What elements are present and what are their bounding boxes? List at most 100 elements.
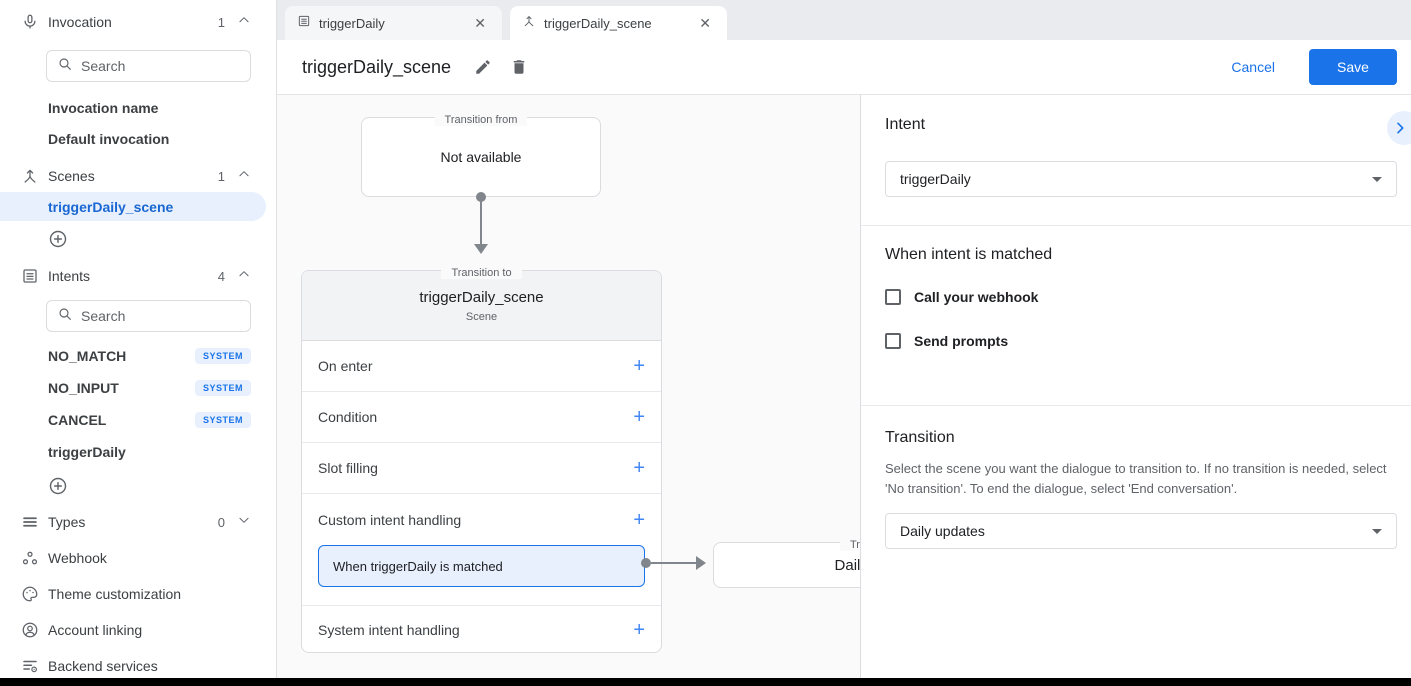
sidebar-item-cancel[interactable]: CANCEL SYSTEM — [0, 409, 277, 431]
sidebar-section-intents[interactable]: Intents 4 — [0, 264, 277, 288]
sidebar-section-scenes[interactable]: Scenes 1 — [0, 164, 277, 188]
chevron-up-icon[interactable] — [237, 13, 251, 32]
search-icon — [57, 56, 73, 77]
scene-row-label: Condition — [318, 409, 378, 425]
scene-row-label: Custom intent handling — [318, 511, 462, 528]
add-scene-button[interactable] — [48, 229, 68, 249]
transition-from-legend: Transition from — [362, 110, 600, 126]
webhook-icon — [20, 548, 40, 568]
scene-row-condition[interactable]: Condition + — [302, 392, 661, 443]
transition-heading: Transition — [885, 429, 955, 446]
intent-label: CANCEL — [48, 412, 107, 428]
sidebar-item-no-match[interactable]: NO_MATCH SYSTEM — [0, 345, 277, 367]
scene-row-system-intent-handling[interactable]: System intent handling + — [302, 606, 661, 653]
intent-handler-chip-selected[interactable]: When triggerDaily is matched — [318, 545, 645, 587]
scene-row-label: Slot filling — [318, 460, 378, 476]
sidebar-item-webhook[interactable]: Webhook — [0, 546, 277, 570]
sidebar-section-label: Types — [48, 514, 86, 530]
transition-target-content: Daily updates — [834, 556, 860, 574]
intents-search[interactable] — [46, 300, 251, 332]
call-webhook-option[interactable]: Call your webhook — [885, 289, 1038, 305]
invocation-search[interactable] — [46, 50, 251, 82]
send-prompts-option[interactable]: Send prompts — [885, 333, 1008, 349]
bottom-bar — [0, 678, 1411, 686]
divider — [861, 405, 1411, 406]
intent-label: NO_MATCH — [48, 348, 127, 364]
section-count: 0 — [217, 514, 225, 530]
intent-handler-label: When triggerDaily is matched — [333, 558, 503, 574]
scene-row-label: On enter — [318, 358, 373, 374]
add-icon[interactable]: + — [633, 457, 645, 479]
add-intent-button[interactable] — [48, 476, 68, 496]
sidebar-item-label: Account linking — [48, 622, 143, 638]
sidebar-item-backend-services[interactable]: Backend services — [0, 654, 277, 678]
add-icon[interactable]: + — [633, 508, 645, 531]
sidebar-section-label: Scenes — [48, 168, 95, 184]
connector-dot — [641, 558, 651, 568]
close-icon[interactable]: ✕ — [699, 14, 711, 31]
section-count: 1 — [217, 168, 225, 184]
sidebar-item-triggerdaily[interactable]: triggerDaily — [0, 441, 277, 463]
scene-icon — [522, 14, 536, 33]
cancel-button[interactable]: Cancel — [1231, 59, 1275, 75]
intent-detail-panel: Intent triggerDaily When intent is match… — [860, 95, 1411, 678]
page-title: triggerDaily_scene — [302, 56, 452, 77]
chevron-up-icon[interactable] — [237, 167, 251, 186]
transition-arrow-down — [474, 244, 488, 254]
save-button[interactable]: Save — [1309, 49, 1397, 85]
add-icon[interactable]: + — [633, 618, 645, 641]
delete-icon[interactable] — [509, 57, 529, 77]
sidebar-item-account-linking[interactable]: Account linking — [0, 618, 277, 642]
edit-icon[interactable] — [473, 57, 493, 77]
scene-diagram-canvas: Transition from Not available Transition… — [277, 95, 860, 678]
intent-label: triggerDaily — [48, 444, 126, 460]
sidebar-section-types[interactable]: Types 0 — [0, 510, 277, 534]
checkbox-unchecked[interactable] — [885, 333, 901, 349]
tab-triggerdaily[interactable]: triggerDaily ✕ — [285, 6, 502, 40]
section-count: 1 — [217, 14, 225, 30]
sidebar-item-triggerdaily-scene[interactable]: triggerDaily_scene — [0, 192, 266, 221]
scene-card: Transition to triggerDaily_scene Scene O… — [301, 267, 662, 653]
transition-from-box: Transition from Not available — [361, 114, 601, 197]
chevron-down-icon[interactable] — [237, 513, 251, 532]
transition-select[interactable]: Daily updates — [885, 513, 1397, 549]
sidebar-item-theme-customization[interactable]: Theme customization — [0, 582, 277, 606]
transition-target-box[interactable]: Transition to Daily updates — [713, 539, 860, 588]
system-badge: SYSTEM — [194, 412, 251, 428]
intent-select[interactable]: triggerDaily — [885, 161, 1397, 197]
add-icon[interactable]: + — [633, 355, 645, 377]
add-icon[interactable]: + — [633, 406, 645, 428]
search-input[interactable] — [81, 308, 221, 324]
microphone-icon — [20, 12, 40, 32]
connector-dot — [476, 192, 486, 202]
close-icon[interactable]: ✕ — [474, 14, 486, 31]
sidebar-section-label: Invocation — [48, 14, 112, 30]
scene-card-header[interactable]: triggerDaily_scene Scene — [302, 271, 661, 341]
transition-from-content: Not available — [440, 149, 522, 165]
tab-triggerdaily-scene[interactable]: triggerDaily_scene ✕ — [510, 6, 727, 40]
sidebar-item-invocation-name[interactable]: Invocation name — [48, 100, 159, 116]
palette-icon — [20, 584, 40, 604]
sidebar-item-default-invocation[interactable]: Default invocation — [48, 131, 170, 147]
scene-row-slot-filling[interactable]: Slot filling + — [302, 443, 661, 494]
search-input[interactable] — [81, 58, 221, 74]
intent-icon — [297, 14, 311, 33]
chevron-up-icon[interactable] — [237, 267, 251, 286]
sidebar-item-label: Backend services — [48, 658, 158, 674]
collapse-panel-button[interactable] — [1387, 111, 1411, 145]
checkbox-unchecked[interactable] — [885, 289, 901, 305]
divider — [861, 225, 1411, 226]
sidebar-section-invocation[interactable]: Invocation 1 — [0, 10, 277, 34]
scene-card-subtitle: Scene — [465, 310, 498, 323]
custom-intent-handling-row[interactable]: Custom intent handling + — [318, 494, 645, 545]
sidebar-item-label: Webhook — [48, 550, 107, 566]
tab-label: triggerDaily_scene — [544, 15, 652, 31]
scene-row-on-enter[interactable]: On enter + — [302, 341, 661, 392]
intent-heading: Intent — [885, 116, 926, 133]
intent-icon — [20, 266, 40, 286]
tab-bar: triggerDaily ✕ triggerDaily_scene ✕ — [277, 0, 1411, 40]
sidebar-item-no-input[interactable]: NO_INPUT SYSTEM — [0, 377, 277, 399]
scene-icon — [20, 166, 40, 186]
page-header: triggerDaily_scene Cancel Save — [277, 40, 1411, 95]
